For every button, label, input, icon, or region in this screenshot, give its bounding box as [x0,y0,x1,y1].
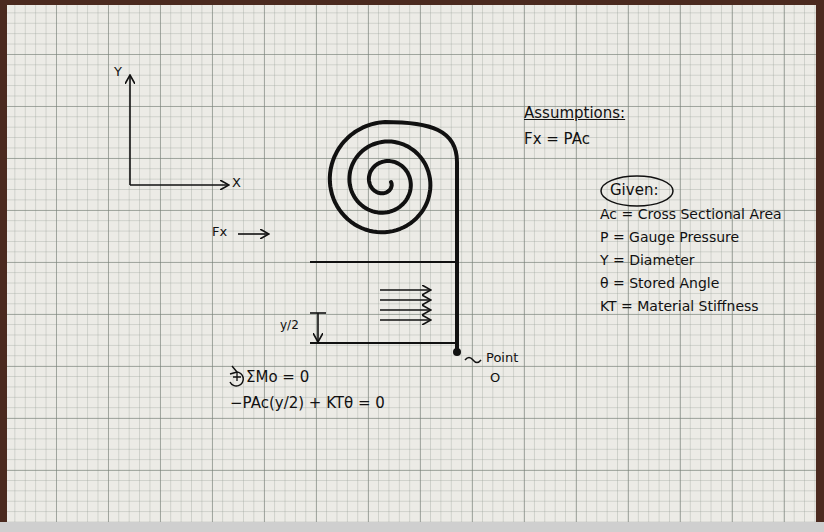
given-item: KT = Material Stiffness [600,298,812,316]
frame-left [0,0,7,532]
given-item: P = Gauge Pressure [600,229,739,247]
tilde-leader [465,358,481,363]
heading-note: Given: [610,181,658,200]
axis-label: X [232,175,241,191]
heading-note: Assumptions: [524,104,625,123]
axis-label: Y [114,64,122,80]
flow-arrow [380,309,430,311]
plus-sign [233,373,241,381]
y-axis [129,76,131,185]
given-item: Ac = Cross Sectional Area [600,206,782,224]
given-item: θ = Stored Angle [600,275,719,293]
flow-arrow [380,289,430,291]
force-arrow [238,233,268,235]
point-label: Point [486,350,518,366]
assumption-equation: Fx = PAc [524,130,590,149]
given-item: Y = Diameter [600,252,695,270]
dimension-arrow [317,313,319,341]
flow-arrow [380,319,430,321]
flow-arrow [380,299,430,301]
channel-top [310,261,457,263]
force-label: Fx [212,224,227,240]
moment-arrowhead [230,366,237,374]
point-label: O [490,370,500,386]
channel-bottom [310,342,457,344]
spiral-spring [330,122,457,352]
frame-bottom [0,522,824,532]
x-axis [130,184,228,186]
moment-equation: −PAc(y/2) + KTθ = 0 [230,394,385,413]
frame-right [816,0,824,532]
moment-equation: ΣMo = 0 [246,368,309,387]
frame-top [0,0,824,5]
given-circle [601,176,673,206]
pivot-point [453,348,461,356]
dimension-label: y/2 [280,318,299,333]
